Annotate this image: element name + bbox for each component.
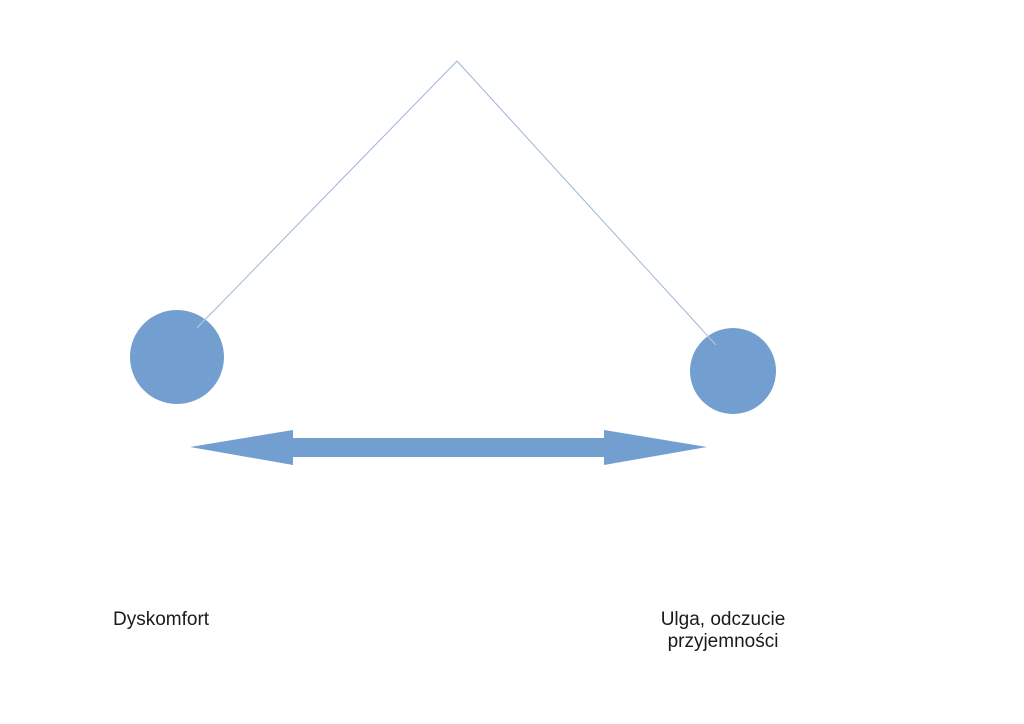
label-relief-line1: Ulga, odczucie bbox=[660, 609, 786, 630]
label-relief: Ulga, odczucie przyjemności bbox=[650, 609, 796, 653]
label-relief-line2: przyjemności bbox=[667, 631, 779, 652]
label-discomfort: Dyskomfort bbox=[113, 609, 210, 630]
left-string bbox=[196, 60, 458, 329]
double-headed-arrow bbox=[190, 430, 707, 465]
right-string-overlap bbox=[702, 330, 717, 346]
left-ball bbox=[130, 310, 224, 404]
right-ball bbox=[690, 328, 776, 414]
left-string-overlap bbox=[196, 311, 213, 329]
right-string bbox=[456, 60, 717, 346]
